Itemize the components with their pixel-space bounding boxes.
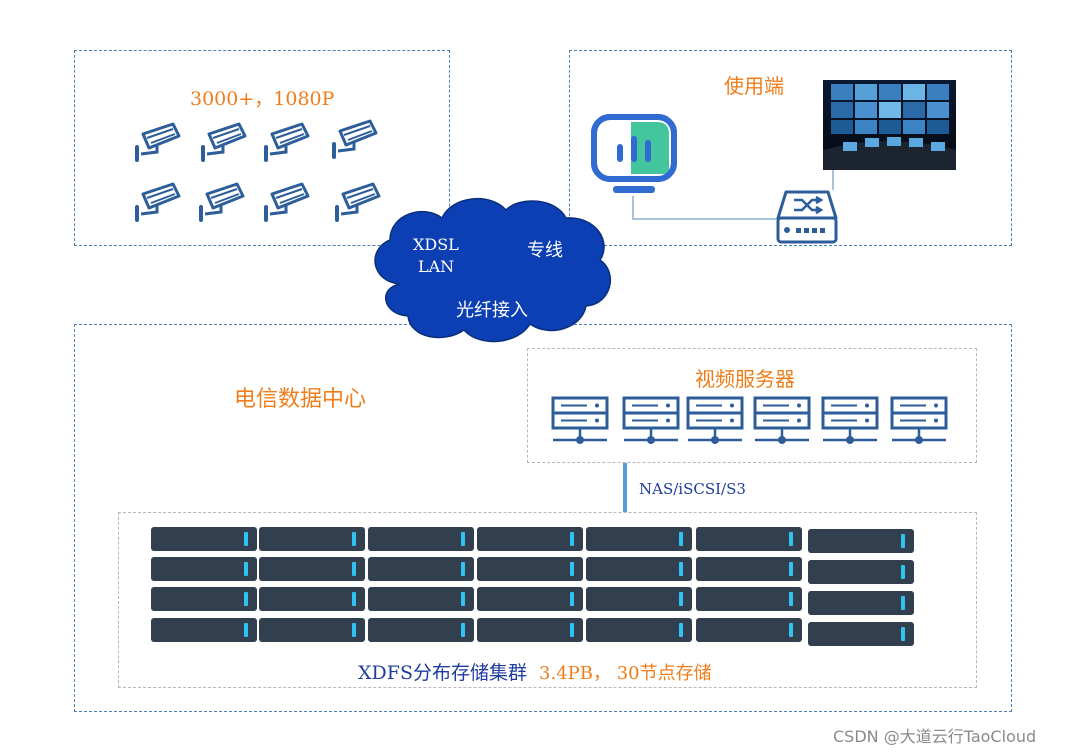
- storage-drive: [696, 527, 802, 551]
- storage-drive: [808, 591, 914, 615]
- network-switch-icon: [776, 190, 838, 244]
- client-box: [569, 50, 1012, 246]
- network-cloud: [374, 197, 611, 343]
- storage-drive: [696, 618, 802, 642]
- server-icon: [821, 396, 879, 446]
- storage-drive: [808, 560, 914, 584]
- storage-cluster-capacity: 3.4PB， 30节点存储: [539, 663, 712, 684]
- storage-drive: [696, 587, 802, 611]
- network-lan-label: LAN: [418, 257, 455, 276]
- network-fiber-label: 光纤接入: [456, 300, 528, 321]
- storage-drive: [259, 587, 365, 611]
- storage-drive: [151, 587, 257, 611]
- storage-drive: [368, 557, 474, 581]
- control-room-image: [823, 80, 956, 170]
- storage-cluster-name: XDFS分布存储集群: [358, 662, 527, 684]
- server-icon: [622, 396, 680, 446]
- video-server-label: 视频服务器: [695, 367, 795, 391]
- storage-drive: [151, 557, 257, 581]
- monitor-icon: [591, 114, 677, 193]
- storage-drive: [477, 527, 583, 551]
- storage-drive: [259, 557, 365, 581]
- storage-drive: [368, 618, 474, 642]
- server-icon: [551, 396, 609, 446]
- storage-drive: [477, 557, 583, 581]
- storage-drive: [477, 618, 583, 642]
- protocol-label: NAS/iSCSI/S3: [639, 480, 746, 498]
- storage-drive: [259, 527, 365, 551]
- storage-drive: [586, 618, 692, 642]
- storage-drive: [259, 618, 365, 642]
- server-icon: [686, 396, 744, 446]
- storage-drive: [586, 527, 692, 551]
- storage-drive: [696, 557, 802, 581]
- storage-cluster-label: XDFS分布存储集群 3.4PB， 30节点存储: [358, 658, 712, 685]
- storage-drive: [368, 527, 474, 551]
- storage-drive: [586, 587, 692, 611]
- network-dedicated-line-label: 专线: [527, 240, 563, 261]
- datacenter-label: 电信数据中心: [234, 387, 367, 412]
- server-icon: [753, 396, 811, 446]
- watermark: CSDN @大道云行TaoCloud: [833, 727, 1037, 746]
- network-xdsl-label: XDSL: [413, 235, 459, 254]
- client-label: 使用端: [724, 74, 784, 98]
- storage-drive: [477, 587, 583, 611]
- storage-drive: [586, 557, 692, 581]
- storage-cluster-box: [118, 512, 977, 688]
- protocol-connector-line: [623, 463, 627, 512]
- camera-group-label: 3000+，1080P: [190, 88, 335, 110]
- camera-group-box: [74, 50, 450, 246]
- storage-drive: [808, 529, 914, 553]
- storage-drive: [368, 587, 474, 611]
- video-server-box: [527, 348, 977, 463]
- storage-drive: [808, 622, 914, 646]
- storage-drive: [151, 618, 257, 642]
- storage-drive: [151, 527, 257, 551]
- server-icon: [890, 396, 948, 446]
